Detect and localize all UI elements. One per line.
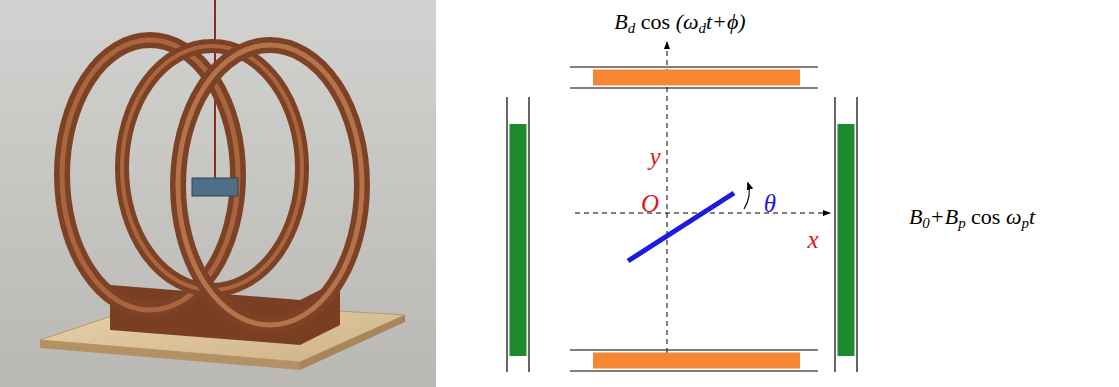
- symbol-text: t+ϕ): [706, 9, 746, 34]
- coil-outline: [570, 87, 818, 88]
- bar-magnet: [192, 178, 238, 196]
- symbol-text: B: [614, 9, 627, 34]
- subscript: 0: [922, 215, 929, 231]
- green-coil: [838, 124, 855, 356]
- apparatus-photo: [0, 0, 436, 387]
- subscript: d: [628, 20, 635, 36]
- orange-coil: [593, 70, 800, 86]
- subscript: p: [1021, 215, 1028, 231]
- orange-coil: [593, 353, 800, 369]
- label-holder: x: [807, 226, 818, 254]
- angle-arc: [744, 183, 749, 209]
- angle-label: θ: [764, 190, 776, 217]
- bias-field-formula: B0+Bp cos ωpt: [909, 204, 1035, 229]
- drive-field-formula: Bd cos (ωdt+ϕ): [614, 9, 745, 34]
- axis-label: y: [649, 143, 660, 170]
- origin-label: O: [641, 190, 659, 217]
- symbol-text: cos: [971, 204, 1000, 229]
- symbol-text: [966, 204, 972, 229]
- coil-outline: [506, 97, 507, 372]
- subscript: d: [698, 20, 705, 36]
- symbol-text: y: [649, 143, 660, 170]
- axis-label: x: [807, 226, 818, 253]
- symbol-text: O: [641, 190, 659, 217]
- coil-outline: [856, 97, 857, 372]
- coil-ring-highlight: [178, 45, 362, 325]
- coil-outline: [528, 97, 529, 372]
- label-holder: θ: [764, 190, 776, 218]
- symbol-text: ω: [1000, 204, 1021, 229]
- label-holder: B0+Bp cos ωpt: [909, 204, 1035, 230]
- symbol-text: cos: [641, 9, 670, 34]
- label-holder: Bd cos (ωdt+ϕ): [614, 9, 745, 35]
- green-coil: [510, 124, 527, 356]
- coil-outline: [570, 349, 818, 350]
- symbol-text: (ω: [670, 9, 698, 34]
- label-holder: O: [641, 190, 659, 218]
- label-holder: y: [649, 143, 660, 171]
- symbol-text: +B: [930, 204, 958, 229]
- y-axis: [667, 42, 668, 362]
- coil-outline: [570, 370, 818, 371]
- subscript: p: [958, 215, 965, 231]
- symbol-text: [635, 9, 641, 34]
- coil-outline: [834, 97, 835, 372]
- photo-ground: [0, 0, 436, 387]
- coil-schematic: [507, 42, 857, 372]
- symbol-text: θ: [764, 190, 776, 217]
- symbol-text: x: [807, 226, 818, 253]
- symbol-text: t: [1029, 204, 1035, 229]
- symbol-text: B: [909, 204, 922, 229]
- coil-ring: [178, 45, 362, 325]
- wood-base-edge: [40, 340, 300, 370]
- coil-outline: [570, 66, 818, 67]
